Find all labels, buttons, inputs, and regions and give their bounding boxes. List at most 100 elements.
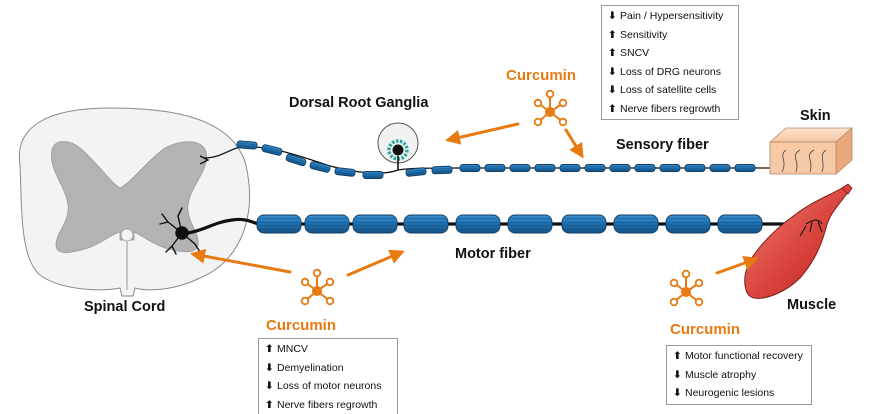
myelin-segment: [261, 144, 283, 156]
down-arrow-icon: ⬇: [265, 361, 274, 374]
motor-effect-text: Nerve fibers regrowth: [277, 398, 378, 411]
down-arrow-icon: ⬇: [265, 380, 274, 392]
myelin-segment: [352, 214, 398, 234]
motor-fiber-label: Motor fiber: [455, 246, 531, 262]
motor-effect-text: MNCV: [277, 343, 308, 355]
sensory-effect-item: ⬇Loss of DRG neurons: [608, 63, 732, 82]
drg-neuron-body: [392, 144, 404, 156]
myelin-segment: [665, 214, 711, 234]
myelin-segment: [709, 164, 731, 172]
curcumin-label-motor: Curcumin: [266, 317, 337, 334]
sensory-effect-item: ⬆SNCV: [608, 44, 732, 63]
skin-illustration: [768, 127, 854, 175]
muscle-effect-text: Muscle atrophy: [685, 368, 757, 381]
curcumin-molecule-icon: [533, 89, 568, 127]
curcumin-molecule-icon: [300, 268, 335, 306]
down-arrow-icon: ⬇: [608, 65, 617, 78]
up-arrow-icon: ⬆: [608, 102, 617, 115]
motor-effect-item: ⬇Loss of motor neurons: [265, 377, 391, 396]
sensory-effect-item: ⬆Nerve fibers regrowth: [608, 100, 732, 119]
arrow-to-muscle: [715, 255, 759, 275]
sensory-effect-text: Loss of DRG neurons: [620, 65, 721, 78]
sensory-effect-text: Pain / Hypersensitivity: [620, 10, 724, 22]
up-arrow-icon: ⬆: [608, 28, 617, 41]
curcumin-label-muscle: Curcumin: [670, 321, 741, 338]
myelin-segment: [684, 164, 706, 172]
sensory-effect-text: Loss of satellite cells: [620, 84, 717, 96]
myelin-segment: [717, 214, 763, 234]
motor-myelin: [256, 214, 763, 234]
sensory-effect-item: ⬇Loss of satellite cells: [608, 81, 732, 100]
dorsal-root-ganglia-label: Dorsal Root Ganglia: [289, 95, 429, 111]
motor-effect-item: ⬆MNCV: [265, 340, 391, 359]
myelin-segment: [236, 140, 258, 150]
sensory-effects-box: ⬇Pain / Hypersensitivity⬆Sensitivity⬆SNC…: [601, 5, 739, 120]
down-arrow-icon: ⬇: [608, 84, 617, 96]
myelin-segment: [659, 164, 681, 172]
myelin-segment: [584, 164, 606, 172]
sensory-fiber-label: Sensory fiber: [616, 137, 709, 153]
myelin-segment: [509, 164, 531, 172]
spinal-cord-illustration: [18, 107, 250, 297]
motor-effect-text: Demyelination: [277, 361, 344, 374]
central-canal: [120, 228, 134, 242]
myelin-segment: [561, 214, 607, 234]
myelin-segment: [362, 171, 384, 179]
muscle-effect-item: ⬇Neurogenic lesions: [673, 384, 805, 403]
myelin-segment: [634, 164, 656, 172]
myelin-segment: [455, 214, 501, 234]
myelin-segment: [507, 214, 553, 234]
muscle-effect-text: Motor functional recovery: [685, 350, 803, 362]
muscle-effects-box: ⬆Motor functional recovery⬇Muscle atroph…: [666, 345, 812, 405]
up-arrow-icon: ⬆: [265, 343, 274, 355]
muscle-effect-item: ⬇Muscle atrophy: [673, 366, 805, 385]
arrow-to-motor-fiber: [346, 249, 405, 277]
curcumin-label-sensory: Curcumin: [506, 67, 577, 84]
myelin-segment: [559, 164, 581, 172]
motor-neuron-icon: [159, 207, 201, 255]
myelin-segment: [403, 214, 449, 234]
sensory-effect-text: SNCV: [620, 47, 650, 59]
sensory-effect-item: ⬇Pain / Hypersensitivity: [608, 7, 732, 26]
sensory-effect-text: Nerve fibers regrowth: [620, 102, 721, 115]
skin-label: Skin: [800, 108, 831, 124]
myelin-segment: [334, 167, 356, 177]
arrow-to-spinal-cord: [190, 248, 292, 274]
myelin-segment: [734, 164, 756, 172]
muscle-label: Muscle: [787, 297, 837, 313]
dorsal-root-ganglion: [377, 122, 419, 170]
spinal-cord-label: Spinal Cord: [84, 299, 166, 315]
sensory-myelin-left: [236, 140, 384, 179]
up-arrow-icon: ⬆: [673, 350, 682, 362]
muscle-effect-text: Neurogenic lesions: [685, 387, 775, 399]
motor-effects-box: ⬆MNCV⬇Demyelination⬇Loss of motor neuron…: [258, 338, 398, 414]
curcumin-arrows: [190, 122, 759, 277]
myelin-segment: [309, 161, 331, 173]
muscle-effect-item: ⬆Motor functional recovery: [673, 347, 805, 366]
down-arrow-icon: ⬇: [608, 10, 617, 22]
up-arrow-icon: ⬆: [608, 47, 617, 59]
sensory-effect-text: Sensitivity: [620, 28, 668, 41]
myelin-segment: [609, 164, 631, 172]
myelin-segment: [256, 214, 302, 234]
myelin-segment: [534, 164, 556, 172]
myelin-segment: [459, 164, 481, 172]
up-arrow-icon: ⬆: [265, 398, 274, 411]
curcumin-molecule-icon: [669, 269, 704, 307]
sensory-effect-item: ⬆Sensitivity: [608, 26, 732, 45]
motor-effect-item: ⬇Demyelination: [265, 359, 391, 378]
myelin-segment: [431, 165, 453, 175]
arrow-to-drg: [445, 122, 520, 145]
down-arrow-icon: ⬇: [673, 368, 682, 381]
motor-effect-text: Loss of motor neurons: [277, 380, 382, 392]
arrow-to-sensory-fiber: [564, 128, 584, 159]
motor-effect-item: ⬆Nerve fibers regrowth: [265, 396, 391, 414]
myelin-segment: [484, 164, 506, 172]
myelin-segment: [405, 167, 427, 177]
down-arrow-icon: ⬇: [673, 387, 682, 399]
sensory-myelin-right: [405, 164, 756, 177]
myelin-segment: [304, 214, 350, 234]
muscle-illustration: [744, 183, 853, 299]
